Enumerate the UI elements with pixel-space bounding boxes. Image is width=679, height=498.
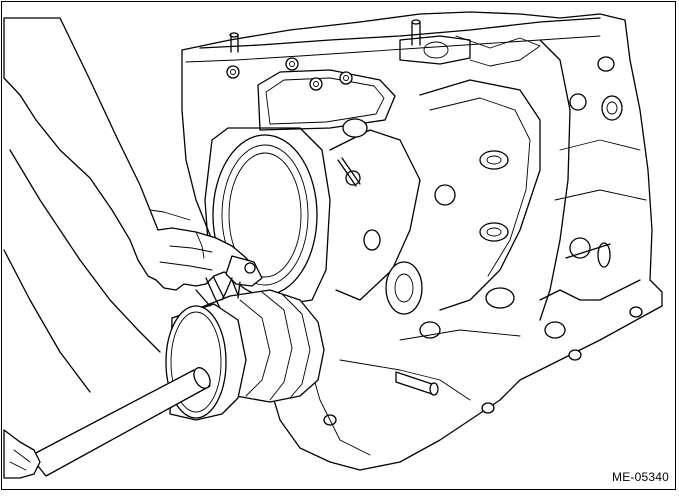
hammer-handle-icon <box>3 367 211 479</box>
figure-reference-code: ME-05340 <box>612 470 669 484</box>
forearm-icon <box>3 149 161 393</box>
piston-ring-compressor-icon <box>165 255 325 421</box>
figure-frame <box>1 1 676 490</box>
hand-icon <box>3 17 251 291</box>
